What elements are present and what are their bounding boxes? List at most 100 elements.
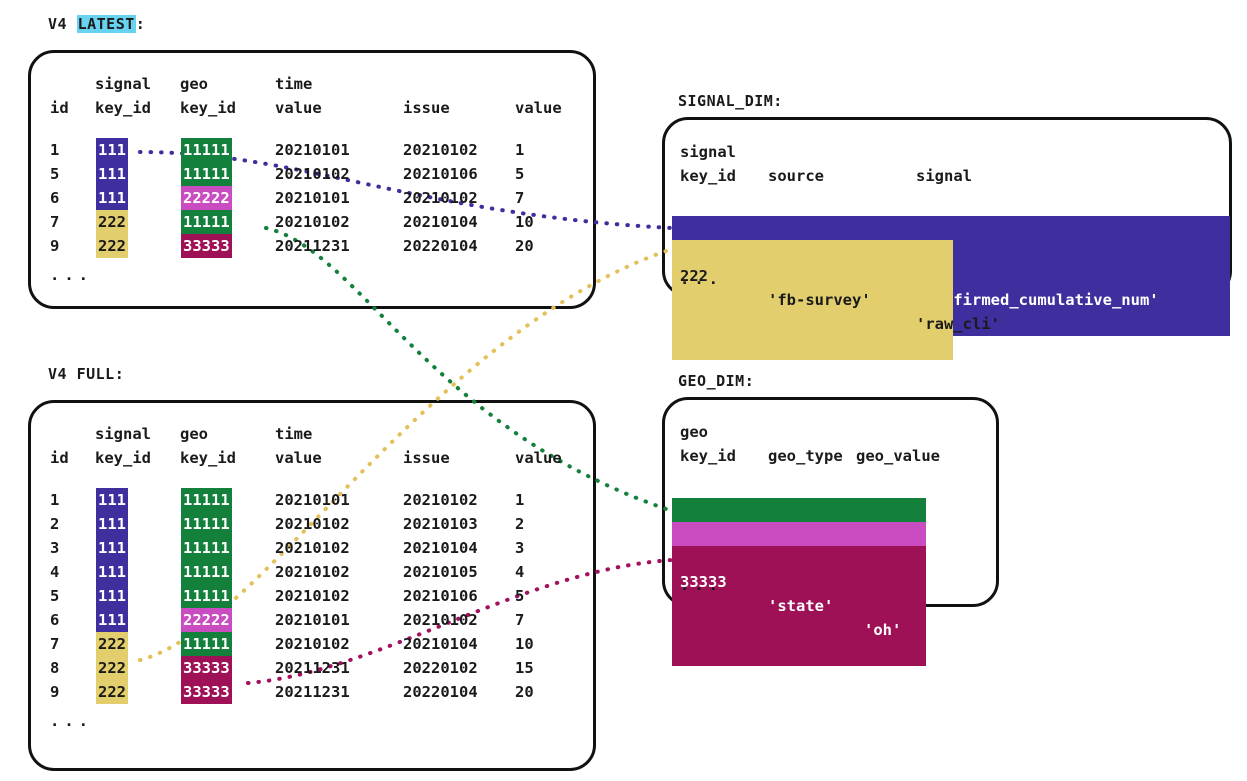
- time-value: 20210102: [275, 587, 350, 605]
- signal-dim-row-highlight: 222 'fb-survey' 'raw_cli': [672, 240, 1000, 360]
- latest-header-time-value: value: [275, 99, 322, 117]
- time-value: 20210102: [275, 539, 350, 557]
- latest-caption-highlight: LATEST: [76, 15, 136, 33]
- geo-key-swatch: 11111: [181, 560, 232, 584]
- signal-key-swatch: 111: [96, 584, 128, 608]
- geo-key-swatch: 33333: [181, 234, 232, 258]
- value-cell: 4: [515, 563, 525, 581]
- full-header-signal-key-id: key_id: [95, 449, 151, 467]
- issue-value: 20220104: [403, 237, 478, 255]
- value-cell: 1: [515, 491, 525, 509]
- table-row-id: 5: [50, 165, 60, 183]
- issue-value: 20210102: [403, 491, 478, 509]
- signal-key-swatch: 111: [96, 162, 128, 186]
- full-header-geo-top: geo: [180, 425, 208, 443]
- geo-dim-geo-value: 'oh': [864, 621, 902, 639]
- full-header-issue: issue: [403, 449, 450, 467]
- latest-header-issue: issue: [403, 99, 450, 117]
- table-row-id: 1: [50, 491, 60, 509]
- issue-value: 20220102: [403, 659, 478, 677]
- value-cell: 20: [515, 237, 534, 255]
- table-row-id: 2: [50, 515, 60, 533]
- issue-value: 20210103: [403, 515, 478, 533]
- full-header-geo-key-id: key_id: [180, 449, 236, 467]
- geo-dim-geo-type: 'state': [768, 597, 834, 615]
- value-cell: 20: [515, 683, 534, 701]
- signal-key-swatch: 222: [96, 632, 128, 656]
- full-header-time-value: value: [275, 449, 322, 467]
- time-value: 20210102: [275, 635, 350, 653]
- issue-value: 20220104: [403, 683, 478, 701]
- signal-dim-ellipsis: ...: [680, 270, 723, 288]
- geo-key-swatch: 33333: [181, 656, 232, 680]
- full-header-time-top: time: [275, 425, 313, 443]
- table-row-id: 7: [50, 213, 60, 231]
- latest-header-signal-top: signal: [95, 75, 151, 93]
- table-row-id: 9: [50, 237, 60, 255]
- value-cell: 2: [515, 515, 525, 533]
- geo-key-swatch: 11111: [181, 138, 232, 162]
- signal-dim-header-signal: signal: [916, 167, 972, 185]
- issue-value: 20210106: [403, 587, 478, 605]
- issue-value: 20210102: [403, 141, 478, 159]
- table-row-id: 9: [50, 683, 60, 701]
- signal-dim-header-top: signal: [680, 143, 736, 161]
- table-row-id: 8: [50, 659, 60, 677]
- signal-key-swatch: 111: [96, 536, 128, 560]
- latest-caption-suffix: :: [135, 15, 146, 33]
- latest-header-id: id: [50, 99, 69, 117]
- latest-header-geo-top: geo: [180, 75, 208, 93]
- time-value: 20210101: [275, 491, 350, 509]
- latest-table-caption: V4 LATEST:: [48, 15, 145, 33]
- latest-header-value: value: [515, 99, 562, 117]
- value-cell: 3: [515, 539, 525, 557]
- time-value: 20210102: [275, 213, 350, 231]
- geo-key-swatch: 11111: [181, 210, 232, 234]
- signal-dim-header-key-id: key_id: [680, 167, 736, 185]
- latest-caption-prefix: V4: [48, 15, 77, 33]
- signal-dim-source: 'fb-survey': [768, 291, 871, 309]
- table-row-id: 3: [50, 539, 60, 557]
- signal-key-swatch: 111: [96, 186, 128, 210]
- table-row-id: 1: [50, 141, 60, 159]
- geo-key-swatch: 11111: [181, 488, 232, 512]
- signal-key-swatch: 111: [96, 488, 128, 512]
- geo-dim-header-key-id: key_id: [680, 447, 736, 465]
- time-value: 20211231: [275, 683, 350, 701]
- time-value: 20210101: [275, 141, 350, 159]
- signal-dim-key-id: 222: [680, 267, 708, 285]
- value-cell: 15: [515, 659, 534, 677]
- geo-key-swatch: 11111: [181, 584, 232, 608]
- signal-dim-caption: SIGNAL_DIM:: [678, 92, 783, 110]
- geo-dim-header-geo-type: geo_type: [768, 447, 843, 465]
- table-row-id: 6: [50, 189, 60, 207]
- signal-key-swatch: 111: [96, 608, 128, 632]
- table-row-id: 6: [50, 611, 60, 629]
- signal-key-swatch: 111: [96, 560, 128, 584]
- signal-key-swatch: 222: [96, 656, 128, 680]
- full-header-value: value: [515, 449, 562, 467]
- time-value: 20211231: [275, 237, 350, 255]
- issue-value: 20210102: [403, 189, 478, 207]
- time-value: 20210102: [275, 515, 350, 533]
- signal-key-swatch: 111: [96, 138, 128, 162]
- latest-header-time-top: time: [275, 75, 313, 93]
- table-row-id: 5: [50, 587, 60, 605]
- time-value: 20210102: [275, 165, 350, 183]
- geo-dim-row-highlight: 33333 'state' 'oh': [672, 546, 926, 666]
- latest-header-geo-key-id: key_id: [180, 99, 236, 117]
- issue-value: 20210104: [403, 213, 478, 231]
- geo-dim-caption: GEO_DIM:: [678, 372, 755, 390]
- latest-header-signal-key-id: key_id: [95, 99, 151, 117]
- issue-value: 20210104: [403, 539, 478, 557]
- full-table-ellipsis: ...: [50, 712, 93, 730]
- time-value: 20210102: [275, 563, 350, 581]
- value-cell: 10: [515, 213, 534, 231]
- signal-dim-header-source: source: [768, 167, 824, 185]
- table-row-id: 4: [50, 563, 60, 581]
- issue-value: 20210106: [403, 165, 478, 183]
- geo-key-swatch: 11111: [181, 536, 232, 560]
- geo-key-swatch: 22222: [181, 608, 232, 632]
- geo-key-swatch: 33333: [181, 680, 232, 704]
